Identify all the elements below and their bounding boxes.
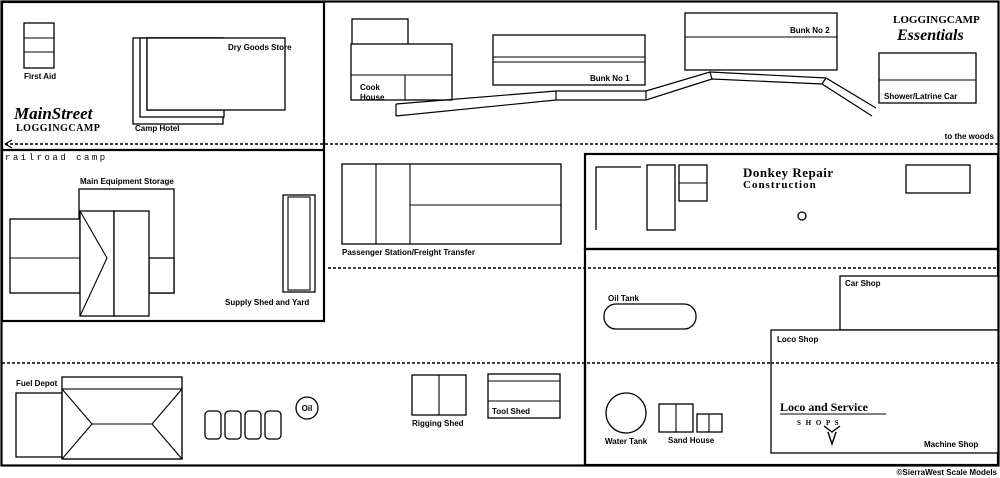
oil-tank-building xyxy=(603,303,697,330)
oil-label: Oil xyxy=(302,404,313,413)
cook-house-building xyxy=(350,18,453,101)
rigging-shed-building xyxy=(411,374,467,416)
main-street-logo: MainStreet LOGGINGCAMP xyxy=(13,104,100,134)
passenger-station-building xyxy=(341,163,562,245)
passenger-station-label: Passenger Station/Freight Transfer xyxy=(342,248,475,257)
loco-shop-label: Loco Shop xyxy=(777,335,818,344)
bunk-2-building xyxy=(684,12,838,71)
tool-shed-label: Tool Shed xyxy=(492,407,530,416)
bunk-2-label: Bunk No 2 xyxy=(790,26,830,35)
tool-shed-building xyxy=(487,373,561,419)
svg-text:S H O P S: S H O P S xyxy=(797,419,840,427)
fuel-tanks xyxy=(204,410,282,440)
main-street-zone xyxy=(0,0,326,323)
water-tank-building xyxy=(605,392,647,434)
donkey-repair-title: Donkey Repair xyxy=(743,165,834,180)
sand-house-building xyxy=(658,403,723,433)
fuel-depot-label: Fuel Depot xyxy=(16,379,58,388)
copyright-label: ©SierraWest Scale Models xyxy=(897,468,998,477)
oil-tank-label: Oil Tank xyxy=(608,294,640,303)
svg-text:Loco and Service: Loco and Service xyxy=(780,400,869,414)
first-aid-label: First Aid xyxy=(24,72,56,81)
water-tank-label: Water Tank xyxy=(605,437,648,446)
supply-shed-building xyxy=(282,194,316,293)
dry-goods-building xyxy=(132,37,286,125)
bunk-1-label: Bunk No 1 xyxy=(590,74,630,83)
machine-shop-label: Machine Shop xyxy=(924,440,978,449)
fuel-depot-building xyxy=(15,376,183,460)
supply-shed-label: Supply Shed and Yard xyxy=(225,298,309,307)
dry-goods-label: Dry Goods Store xyxy=(228,43,292,52)
loco-service-logo: Loco and Service S H O P S xyxy=(780,400,886,447)
car-shop-building xyxy=(839,275,999,331)
shower-latrine-building xyxy=(878,52,977,104)
loco-shop-building xyxy=(770,329,999,454)
first-aid-building xyxy=(23,22,55,69)
rigging-shed-label: Rigging Shed xyxy=(412,419,464,428)
main-storage-label: Main Equipment Storage xyxy=(80,177,174,186)
sand-house-label: Sand House xyxy=(668,436,715,445)
car-shop-label: Car Shop xyxy=(845,279,881,288)
to-the-woods-label: to the woods xyxy=(945,132,995,141)
cook-house-label-1: Cook xyxy=(360,83,381,92)
camp-hotel-label: Camp Hotel xyxy=(135,124,179,133)
oil-tank-small xyxy=(295,396,319,420)
donkey-repair-buildings xyxy=(595,164,971,231)
track-arrow-icon xyxy=(4,139,13,145)
shower-latrine-label: Shower/Latrine Car xyxy=(884,92,957,101)
bunk-1-building xyxy=(492,34,646,86)
donkey-repair-subtitle: Construction xyxy=(743,179,817,191)
svg-text:Essentials: Essentials xyxy=(896,27,964,44)
essentials-logo: LOGGINGCAMP Essentials xyxy=(893,14,980,44)
cook-house-label-2: House xyxy=(360,93,385,102)
railroad-camp-label: railroad camp xyxy=(5,153,108,163)
walkway xyxy=(395,71,877,117)
svg-text:LOGGINGCAMP: LOGGINGCAMP xyxy=(893,14,980,26)
main-storage-building xyxy=(9,188,175,317)
svg-text:MainStreet: MainStreet xyxy=(13,104,94,123)
svg-text:LOGGINGCAMP: LOGGINGCAMP xyxy=(16,123,100,134)
